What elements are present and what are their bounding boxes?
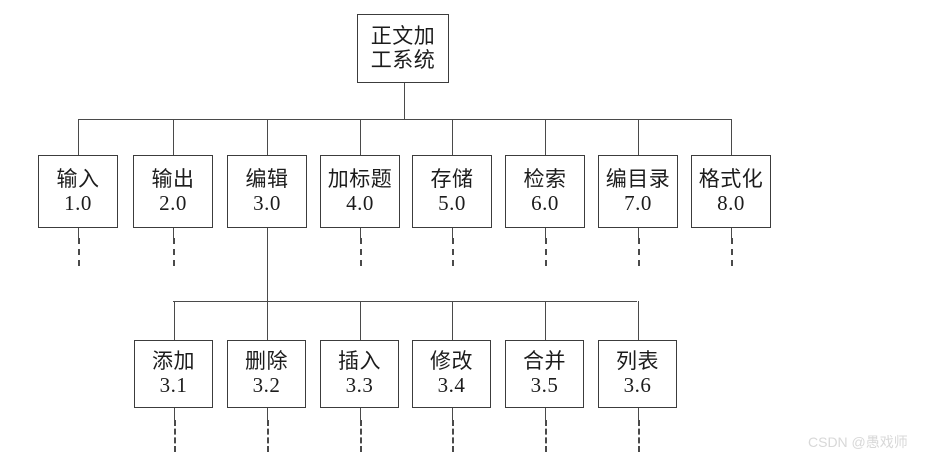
root-stem-line bbox=[404, 83, 405, 119]
node-label: 添加 bbox=[152, 349, 195, 374]
level3-dashed-stub bbox=[359, 420, 362, 452]
node-label: 插入 bbox=[338, 349, 381, 374]
level3-branch-line bbox=[359, 301, 361, 340]
node-number: 4.0 bbox=[346, 190, 374, 215]
level2-bus-line bbox=[78, 119, 731, 120]
level3-stub-line bbox=[359, 408, 361, 420]
level2-stub-line bbox=[452, 228, 453, 238]
csdn-watermark: CSDN @愚戏师 bbox=[808, 434, 908, 450]
node-label: 输出 bbox=[151, 166, 195, 191]
level2-dashed-stub bbox=[545, 238, 547, 266]
level2-branch-line bbox=[452, 119, 453, 155]
level2-stub-line bbox=[638, 228, 639, 238]
level2-dashed-stub bbox=[173, 238, 175, 266]
level3-stub-line bbox=[637, 408, 639, 420]
level2-dashed-stub bbox=[78, 238, 80, 266]
node-number: 3.0 bbox=[253, 190, 281, 215]
level3-dashed-stub bbox=[173, 420, 176, 452]
level2-branch-line bbox=[360, 119, 361, 155]
level2-stub-line bbox=[360, 228, 361, 238]
level3-stub-line bbox=[173, 408, 175, 420]
node-number: 3.1 bbox=[159, 373, 188, 397]
node-number: 3.6 bbox=[623, 373, 652, 397]
level2-stub-line bbox=[545, 228, 546, 238]
level2-stub-line bbox=[78, 228, 79, 238]
node-label: 输入 bbox=[56, 166, 100, 191]
node-number: 3.3 bbox=[345, 373, 374, 397]
node-label: 修改 bbox=[430, 349, 473, 374]
node-label: 格式化 bbox=[698, 166, 764, 191]
node-number: 8.0 bbox=[717, 190, 745, 215]
node-label: 存储 bbox=[430, 166, 474, 191]
node-label: 编辑 bbox=[245, 166, 289, 191]
level3-stub-line bbox=[266, 408, 268, 420]
level3-dashed-stub bbox=[266, 420, 269, 452]
level2-branch-line bbox=[731, 119, 732, 155]
node-label: 加标题 bbox=[327, 166, 393, 191]
level2-branch-line bbox=[267, 119, 268, 155]
node-label: 正文加 工系统 bbox=[370, 23, 436, 72]
node-number: 3.2 bbox=[252, 373, 281, 397]
level3-bus-line bbox=[173, 301, 637, 302]
level2-dashed-stub bbox=[638, 238, 640, 266]
node-label: 合并 bbox=[523, 349, 566, 374]
level3-stub-line bbox=[451, 408, 453, 420]
level2-branch-line bbox=[638, 119, 639, 155]
node-number: 5.0 bbox=[438, 190, 466, 215]
level2-stub-line bbox=[731, 228, 732, 238]
level2-dashed-stub bbox=[360, 238, 362, 266]
node-number: 2.0 bbox=[159, 190, 187, 215]
node-number: 7.0 bbox=[624, 190, 652, 215]
node-number: 3.4 bbox=[437, 373, 466, 397]
node-number: 1.0 bbox=[64, 190, 92, 215]
level2-stub-line bbox=[173, 228, 174, 238]
level2-dashed-stub bbox=[452, 238, 454, 266]
node-label: 编目录 bbox=[605, 166, 671, 191]
node-label: 删除 bbox=[245, 349, 288, 374]
level2-branch-line bbox=[545, 119, 546, 155]
level3-dashed-stub bbox=[544, 420, 547, 452]
node-number: 6.0 bbox=[531, 190, 559, 215]
level3-dashed-stub bbox=[451, 420, 454, 452]
level2-branch-line bbox=[78, 119, 79, 155]
level3-branch-line bbox=[173, 301, 175, 340]
level2-branch-line bbox=[173, 119, 174, 155]
level3-stub-line bbox=[544, 408, 546, 420]
node-root[interactable]: 正文加 工系统 bbox=[357, 14, 449, 83]
node-label: 列表 bbox=[616, 349, 659, 374]
level3-branch-line bbox=[451, 301, 453, 340]
level3-branch-line bbox=[637, 301, 639, 340]
level3-dashed-stub bbox=[637, 420, 640, 452]
node-label: 检索 bbox=[523, 166, 567, 191]
node-number: 3.5 bbox=[530, 373, 559, 397]
level2-dashed-stub bbox=[731, 238, 733, 266]
level3-branch-line bbox=[544, 301, 546, 340]
level3-branch-line bbox=[266, 301, 268, 340]
edit-node-stem-line bbox=[267, 228, 268, 301]
